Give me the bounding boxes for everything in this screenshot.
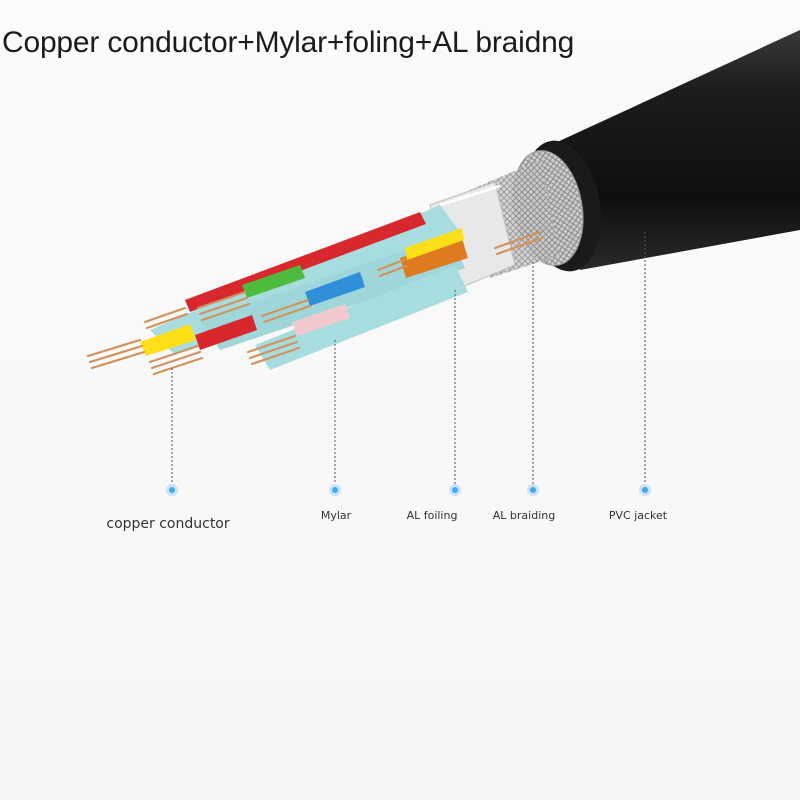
callout-foiling	[449, 290, 461, 496]
colored-cores	[140, 212, 468, 356]
callout-copper	[166, 368, 178, 496]
copper-strands	[86, 230, 544, 376]
callout-jacket	[639, 232, 651, 496]
page-title: Copper conductor+Mylar+foling+AL braidng	[2, 26, 575, 59]
label-al-braiding: AL braiding	[492, 509, 556, 522]
label-pvc-jacket: PVC jacket	[608, 509, 668, 522]
callout-braiding	[527, 262, 539, 496]
label-al-foiling: AL foiling	[406, 509, 458, 522]
label-mylar: Mylar	[320, 509, 352, 522]
label-copper-conductor: copper conductor	[106, 516, 230, 532]
callout-mylar	[329, 340, 341, 496]
